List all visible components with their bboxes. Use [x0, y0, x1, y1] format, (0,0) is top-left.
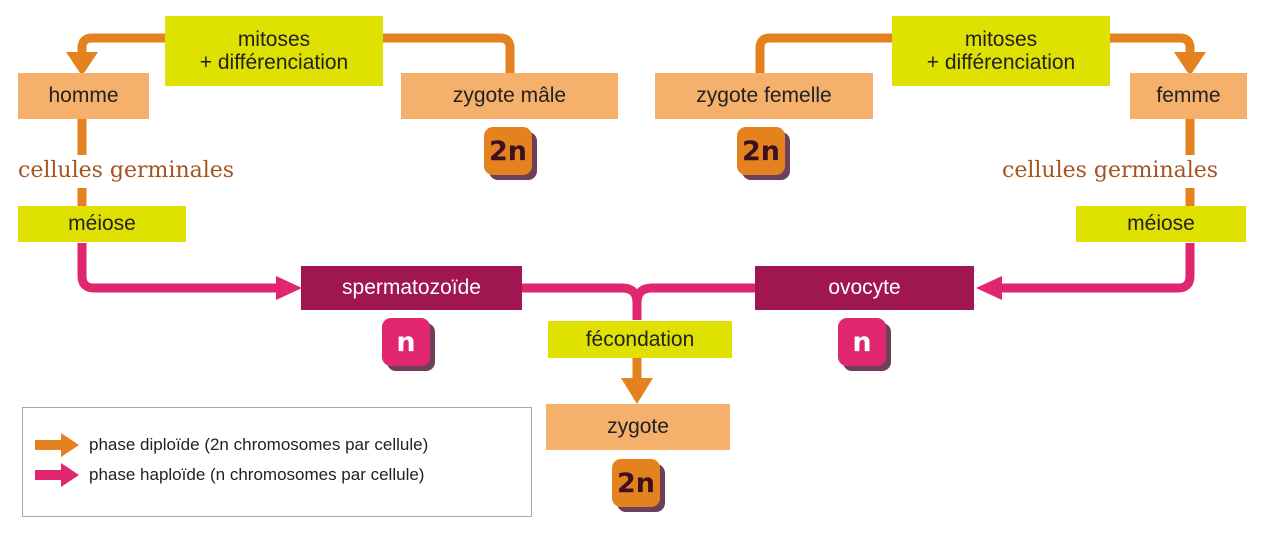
fertilization-label: fécondation — [585, 327, 695, 351]
right-adult-arrowhead — [1174, 52, 1206, 76]
zygote-ploidy-badge: 2n — [612, 459, 660, 507]
male-zygote-label: zygote mâle — [452, 84, 567, 108]
right-meiosis-label: méiose — [1127, 212, 1195, 236]
ovocyte-ploidy-badge: n — [838, 318, 886, 366]
left-meiosis-label: méiose — [68, 212, 136, 236]
ovocyte-ploidy-label: n — [852, 326, 872, 358]
female-zygote-ploidy-badge: 2n — [737, 127, 785, 175]
orange-arrow-icon — [35, 433, 79, 457]
man-label: homme — [48, 84, 119, 108]
right-meiosis-box: méiose — [1076, 206, 1246, 242]
left-meiosis-box: méiose — [18, 206, 186, 242]
ovocyte-arrowhead — [976, 276, 1002, 300]
spermatozoid-arrowhead — [276, 276, 302, 300]
legend: phase diploïde (2n chromosomes par cellu… — [22, 407, 532, 517]
woman-label: femme — [1156, 84, 1221, 108]
right-mitoses-box: mitoses + différenciation — [892, 16, 1110, 86]
gametes-merge-connector — [522, 283, 755, 320]
female-zygote-label: zygote femelle — [696, 84, 832, 108]
left-differentiation-label: + différenciation — [199, 51, 349, 74]
male-zygote-box: zygote mâle — [401, 73, 618, 119]
zygote-arrowhead — [621, 378, 653, 404]
left-germ-cells-label: cellules germinales — [16, 158, 237, 183]
male-zygote-ploidy-badge: 2n — [484, 127, 532, 175]
woman-box: femme — [1130, 73, 1247, 119]
spermatozoid-ploidy-badge: n — [382, 318, 430, 366]
male-zygote-ploidy-label: 2n — [488, 135, 527, 167]
legend-item-haploid: phase haploïde (n chromosomes par cellul… — [35, 462, 424, 488]
female-zygote-ploidy-label: 2n — [741, 135, 780, 167]
left-adult-arrowhead — [66, 52, 98, 76]
spermatozoid-label: spermatozoïde — [342, 276, 481, 300]
right-germ-cells-label: cellules germinales — [1000, 158, 1221, 183]
ovocyte-box: ovocyte — [755, 266, 974, 310]
right-haploid-connector — [1000, 243, 1195, 293]
right-differentiation-label: + différenciation — [926, 51, 1076, 74]
spermatozoid-box: spermatozoïde — [301, 266, 522, 310]
legend-item-diploid: phase diploïde (2n chromosomes par cellu… — [35, 432, 428, 458]
spermatozoid-ploidy-label: n — [396, 326, 416, 358]
female-zygote-box: zygote femelle — [655, 73, 873, 119]
right-mitoses-label: mitoses — [964, 27, 1038, 51]
zygote-label: zygote — [607, 415, 669, 439]
left-mitoses-label: mitoses — [237, 27, 311, 51]
legend-diploid-label: phase diploïde (2n chromosomes par cellu… — [89, 435, 429, 454]
left-haploid-connector — [77, 243, 280, 293]
fertilization-box: fécondation — [548, 321, 732, 358]
zygote-ploidy-label: 2n — [616, 467, 655, 499]
pink-arrow-icon — [35, 463, 79, 487]
legend-haploid-label: phase haploïde (n chromosomes par cellul… — [89, 465, 425, 484]
man-box: homme — [18, 73, 149, 119]
left-mitoses-box: mitoses + différenciation — [165, 16, 383, 86]
zygote-box: zygote — [546, 404, 730, 450]
ovocyte-label: ovocyte — [828, 276, 901, 300]
